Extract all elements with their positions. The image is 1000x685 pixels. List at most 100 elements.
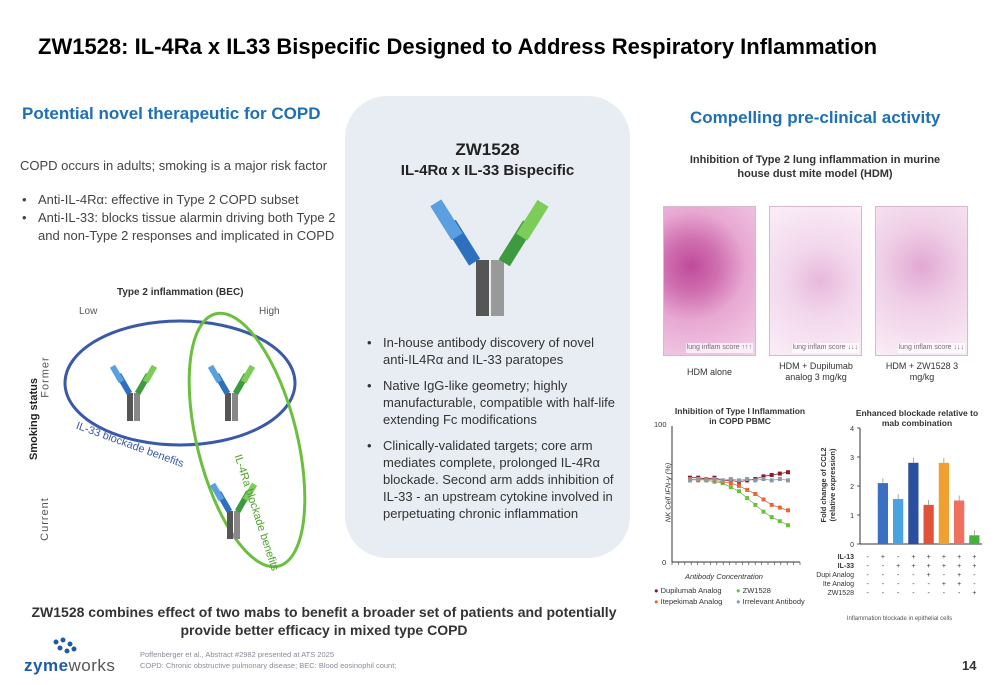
line-data-point bbox=[712, 477, 717, 482]
ccl2-bar bbox=[908, 462, 919, 544]
bar-grid-cell: - bbox=[958, 590, 961, 597]
bar-y-tick-label: 1 bbox=[850, 513, 854, 520]
bar-grid-row-label: IL-13 bbox=[838, 554, 854, 561]
histology-caption: HDM alone bbox=[686, 367, 733, 377]
legend-item: ● Irrelevant Antibody bbox=[736, 597, 805, 606]
line-data-point bbox=[753, 492, 758, 496]
bar-grid-row-label: Dupi Analog bbox=[816, 572, 854, 579]
ccl2-bar-chart: Enhanced blockade relative to mab combin… bbox=[812, 404, 987, 624]
card-bullet: Native IgG-like geometry; highly manufac… bbox=[365, 377, 620, 428]
line-data-point bbox=[745, 496, 750, 501]
bar-grid-cell: - bbox=[882, 572, 885, 579]
histology-panel-zw1528: lung inflam score ↓↓↓ bbox=[875, 206, 968, 356]
bar-grid-cell: - bbox=[912, 581, 915, 588]
bar-chart-footnote: Inflammation blockade in epithelial cell… bbox=[846, 616, 953, 622]
bar-grid-cell: + bbox=[957, 572, 961, 579]
line-data-point bbox=[753, 478, 758, 483]
ccl2-bar bbox=[877, 483, 888, 544]
bar-grid-cell: - bbox=[927, 581, 930, 588]
line-data-point bbox=[745, 477, 750, 482]
line-data-point bbox=[761, 474, 766, 479]
bar-grid-cell: - bbox=[897, 581, 900, 588]
venn-top-label: Type 2 inflammation (BEC) bbox=[117, 287, 244, 298]
bar-grid-cell: - bbox=[973, 572, 976, 579]
il4ra-ellipse bbox=[187, 311, 307, 569]
line-y-bottom: 0 bbox=[662, 558, 667, 567]
bar-grid-cell: - bbox=[912, 572, 915, 579]
left-bullet: Anti-IL-4Rα: effective in Type 2 COPD su… bbox=[20, 191, 338, 209]
left-bullets: Anti-IL-4Rα: effective in Type 2 COPD su… bbox=[20, 191, 338, 245]
venn-low-label: Low bbox=[79, 306, 98, 317]
page-title: ZW1528: IL-4Ra x IL33 Bispecific Designe… bbox=[38, 34, 878, 59]
left-bullet: Anti-IL-33: blocks tissue alarmin drivin… bbox=[20, 209, 338, 245]
bar-y-tick-label: 4 bbox=[850, 426, 854, 433]
bar-grid-row-label: ZW1528 bbox=[828, 590, 855, 597]
card-bullet: In-house antibody discovery of novel ant… bbox=[365, 334, 620, 368]
venn-high-label: High bbox=[259, 306, 280, 317]
line-data-point bbox=[728, 485, 733, 490]
line-data-point bbox=[769, 478, 774, 483]
bar-grid-row-label: IL-33 bbox=[838, 563, 854, 570]
bar-grid-cell: + bbox=[927, 554, 931, 561]
bar-grid-cell: + bbox=[881, 554, 885, 561]
ccl2-bar bbox=[938, 462, 949, 544]
footer-abbreviations: COPD: Chronic obstructive pulmonary dise… bbox=[140, 661, 397, 670]
il33-ellipse bbox=[63, 319, 297, 447]
bar-grid-cell: - bbox=[943, 572, 946, 579]
antibody-icon bbox=[209, 482, 258, 539]
line-data-point bbox=[696, 477, 701, 482]
legend-item: ● Dupilumab Analog bbox=[654, 586, 722, 595]
bispecific-antibody-icon bbox=[430, 199, 549, 316]
ccl2-bar bbox=[954, 500, 965, 544]
bar-grid-cell: + bbox=[972, 590, 976, 597]
bar-grid-cell: + bbox=[957, 581, 961, 588]
card-bullets: In-house antibody discovery of novel ant… bbox=[365, 334, 620, 531]
summary-text: ZW1528 combines effect of two mabs to be… bbox=[31, 604, 617, 638]
line-data-point bbox=[737, 483, 741, 488]
line-data-point bbox=[769, 515, 774, 520]
pbmc-line-chart: Inhibition of Type I Inflammation in COP… bbox=[650, 400, 810, 615]
line-data-point bbox=[688, 478, 692, 483]
bar-grid-cell: - bbox=[943, 590, 946, 597]
card-bullet: Clinically-validated targets; core arm m… bbox=[365, 437, 620, 522]
bar-grid-cell: - bbox=[897, 554, 900, 561]
page-number: 14 bbox=[962, 658, 977, 673]
line-data-point bbox=[737, 489, 741, 494]
bar-grid-cell: + bbox=[927, 563, 931, 570]
histology-panel-hdm: lung inflam score ↑↑↑ bbox=[663, 206, 756, 356]
zw1528-card: ZW1528 IL-4Rα x IL-33 Bispecific In-hous… bbox=[345, 96, 630, 558]
bar-grid-cell: - bbox=[866, 572, 869, 579]
bar-grid-cell: + bbox=[942, 554, 946, 561]
legend-item: ● Itepekimab Analog bbox=[654, 597, 723, 606]
bar-grid-cell: - bbox=[882, 581, 885, 588]
histology-caption: HDM + ZW1528 3 mg/kg bbox=[885, 361, 959, 382]
histology-score: lung inflam score ↓↓↓ bbox=[791, 343, 859, 353]
bar-grid-cell: - bbox=[927, 590, 930, 597]
right-heading: Compelling pre-clinical activity bbox=[690, 108, 941, 127]
histology-caption: HDM + Dupilumab analog 3 mg/kg bbox=[779, 361, 853, 382]
line-data-point bbox=[777, 505, 782, 510]
histology-panel-dupi: lung inflam score ↓↓↓ bbox=[769, 206, 862, 356]
bar-grid-row-label: Ite Analog bbox=[823, 581, 854, 588]
line-data-point bbox=[786, 523, 790, 528]
venn-ellipses bbox=[63, 311, 307, 569]
bar-grid-cell: + bbox=[942, 563, 946, 570]
left-intro: COPD occurs in adults; smoking is a majo… bbox=[20, 158, 328, 173]
line-data-point bbox=[769, 472, 774, 477]
bar-chart-title: Enhanced blockade relative to mab combin… bbox=[855, 408, 979, 428]
ccl2-bar bbox=[923, 504, 934, 544]
bar-grid-cell: + bbox=[972, 563, 976, 570]
footer-reference: Poffenberger et al., Abstract #2982 pres… bbox=[140, 650, 335, 659]
histology-score: lung inflam score ↑↑↑ bbox=[685, 343, 753, 353]
bar-grid-cell: - bbox=[897, 590, 900, 597]
line-data-point bbox=[720, 478, 725, 483]
bar-grid-cell: - bbox=[897, 572, 900, 579]
left-heading: Potential novel therapeutic for COPD bbox=[22, 104, 321, 123]
venn-diagram: Type 2 inflammation (BEC) Low High Smoki… bbox=[15, 283, 335, 583]
line-data-point bbox=[704, 478, 709, 483]
bar-grid-cell: + bbox=[911, 554, 915, 561]
bar-grid-cell: - bbox=[866, 563, 869, 570]
line-data-point bbox=[777, 519, 782, 524]
zymeworks-logo-mark bbox=[53, 637, 77, 654]
